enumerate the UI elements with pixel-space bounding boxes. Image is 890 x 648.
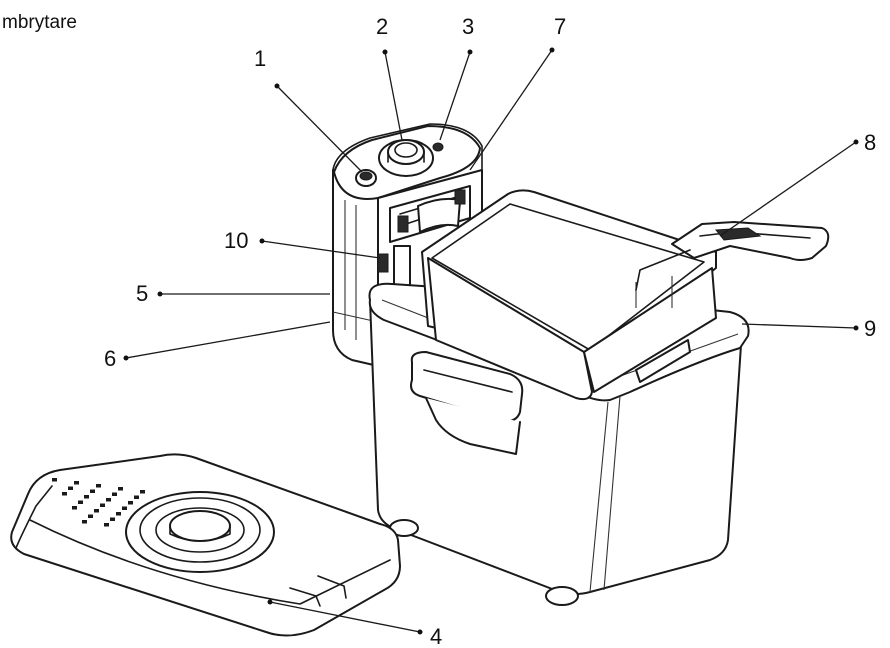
lid-vent-holes — [52, 478, 175, 536]
callout-1: 1 — [254, 46, 266, 71]
vent-hole — [118, 487, 123, 491]
frying-basket — [421, 189, 830, 401]
pot-foot-right — [545, 586, 579, 606]
vent-hole — [122, 506, 127, 510]
callout-4: 4 — [430, 624, 442, 648]
vent-hole — [94, 509, 99, 513]
vent-hole — [84, 495, 89, 499]
lid — [10, 453, 401, 637]
vent-hole — [100, 503, 105, 507]
vent-hole — [110, 517, 115, 521]
vent-hole — [52, 478, 57, 482]
callout-8: 8 — [864, 130, 876, 155]
vent-hole — [116, 512, 121, 516]
vent-hole — [62, 492, 67, 496]
vent-hole — [82, 520, 87, 524]
vent-hole — [90, 489, 95, 493]
vent-hole — [104, 523, 109, 527]
filter-window — [125, 491, 275, 573]
vent-hole — [128, 501, 133, 505]
indicator-lamp — [432, 142, 444, 152]
callout-10: 10 — [224, 228, 248, 253]
vent-hole — [106, 498, 111, 502]
vent-hole — [134, 495, 139, 499]
thermostat-dial — [378, 139, 434, 177]
indicator-knob-1 — [355, 169, 377, 187]
control-unit — [332, 123, 483, 367]
callout-7: 7 — [554, 14, 566, 39]
vent-hole — [88, 514, 93, 518]
vent-hole — [96, 484, 101, 488]
callout-dots — [123, 47, 859, 635]
callout-9: 9 — [864, 316, 876, 341]
pot-handle — [410, 351, 524, 455]
basket-handle — [635, 221, 830, 291]
vent-hole — [72, 506, 77, 510]
callout-5: 5 — [136, 281, 148, 306]
vent-hole — [78, 500, 83, 504]
vent-hole — [140, 490, 145, 494]
callout-2: 2 — [376, 14, 388, 39]
vent-hole — [112, 492, 117, 496]
heating-element — [389, 185, 471, 243]
vent-hole — [74, 481, 79, 485]
callout-3: 3 — [462, 14, 474, 39]
header-text: mbrytare — [2, 12, 77, 33]
vent-hole — [68, 486, 73, 490]
callout-6: 6 — [104, 346, 116, 371]
callout-leaders — [125, 49, 857, 633]
